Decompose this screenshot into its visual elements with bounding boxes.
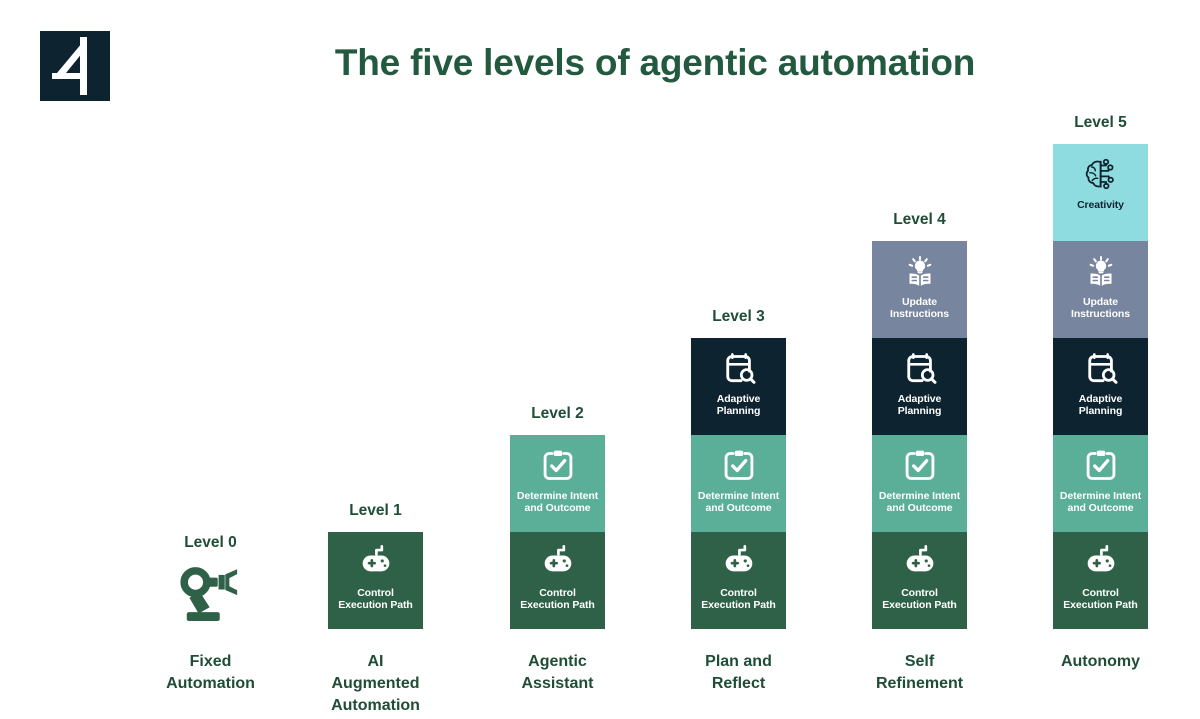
level-caption-1: AI Augmented Automation — [331, 653, 420, 714]
band-adaptive[interactable]: Adaptive Planning — [872, 338, 967, 435]
clipboard-check-icon — [724, 450, 753, 480]
band-label-control: Control Execution Path — [701, 587, 776, 612]
band-label-control: Control Execution Path — [882, 587, 957, 612]
band-label-control: Control Execution Path — [338, 587, 413, 612]
level-column-4[interactable]: Level 4 Update Instructions Adaptive Pla… — [872, 0, 967, 719]
band-label-adaptive: Adaptive Planning — [897, 393, 942, 418]
level-stack-3: Adaptive Planning Determine Intent and O… — [691, 338, 786, 629]
level-column-0[interactable]: Level 0 Fixed Automation — [163, 0, 258, 719]
brain-circuit-icon — [1085, 158, 1114, 190]
level-caption-0: Fixed Automation — [166, 653, 255, 692]
calendar-search-icon — [906, 353, 936, 384]
level-stack-4: Update Instructions Adaptive Planning De… — [872, 241, 967, 629]
robot-arm-icon — [179, 567, 237, 622]
level-label-4: Level 4 — [893, 211, 946, 228]
band-label-update: Update Instructions — [1071, 296, 1130, 321]
band-label-adaptive: Adaptive Planning — [716, 393, 761, 418]
level-caption-4: Self Refinement — [875, 653, 964, 692]
clipboard-check-icon — [1086, 450, 1115, 480]
level-column-1[interactable]: Level 1 Control Execution Path AI Augment… — [328, 0, 423, 719]
band-adaptive[interactable]: Adaptive Planning — [1053, 338, 1148, 435]
page-title: The five levels of agentic automation — [334, 42, 976, 83]
level-stack-5: Creativity Update Instructions Adaptive … — [1053, 144, 1148, 629]
band-creativity[interactable]: Creativity — [1053, 144, 1148, 241]
gamepad-icon — [362, 545, 389, 572]
band-update[interactable]: Update Instructions — [872, 241, 967, 338]
band-determine[interactable]: Determine Intent and Outcome — [1053, 435, 1148, 532]
band-determine[interactable]: Determine Intent and Outcome — [510, 435, 605, 532]
level-caption-2: Agentic Assistant — [521, 653, 594, 692]
logo-four-glyph — [52, 37, 87, 95]
band-label-determine: Determine Intent and Outcome — [697, 490, 780, 515]
calendar-search-icon — [725, 353, 755, 384]
band-label-determine: Determine Intent and Outcome — [1059, 490, 1142, 515]
level-column-5[interactable]: Level 5 Creativity Update Instructions A… — [1053, 0, 1148, 719]
calendar-search-icon — [1087, 353, 1117, 384]
brand-logo — [40, 31, 110, 101]
level-label-0: Level 0 — [184, 534, 237, 551]
level-column-3[interactable]: Level 3 Adaptive Planning Determine Inte… — [691, 0, 786, 719]
level-caption-5: Autonomy — [1060, 653, 1141, 670]
level-column-2[interactable]: Level 2 Determine Intent and Outcome Con… — [510, 0, 605, 719]
level-label-1: Level 1 — [349, 502, 402, 519]
band-label-control: Control Execution Path — [1063, 587, 1138, 612]
clipboard-check-icon — [543, 450, 572, 480]
band-label-update: Update Instructions — [890, 296, 949, 321]
band-control[interactable]: Control Execution Path — [328, 532, 423, 629]
gamepad-icon — [906, 545, 933, 572]
band-update[interactable]: Update Instructions — [1053, 241, 1148, 338]
clipboard-check-icon — [905, 450, 934, 480]
gamepad-icon — [544, 545, 571, 572]
level-label-2: Level 2 — [531, 405, 584, 422]
level-caption-3: Plan and Reflect — [705, 653, 772, 692]
band-label-determine: Determine Intent and Outcome — [516, 490, 599, 515]
band-control[interactable]: Control Execution Path — [691, 532, 786, 629]
level-stack-1: Control Execution Path — [328, 532, 423, 629]
level-label-5: Level 5 — [1074, 114, 1127, 131]
level-stack-2: Determine Intent and Outcome Control Exe… — [510, 435, 605, 629]
band-label-determine: Determine Intent and Outcome — [878, 490, 961, 515]
gamepad-icon — [725, 545, 752, 572]
band-control[interactable]: Control Execution Path — [872, 532, 967, 629]
band-determine[interactable]: Determine Intent and Outcome — [872, 435, 967, 532]
band-label-adaptive: Adaptive Planning — [1078, 393, 1123, 418]
book-lightbulb-icon — [908, 256, 931, 286]
gamepad-icon — [1087, 545, 1114, 572]
band-label-creativity: Creativity — [1077, 199, 1124, 211]
band-determine[interactable]: Determine Intent and Outcome — [691, 435, 786, 532]
band-label-control: Control Execution Path — [520, 587, 595, 612]
band-adaptive[interactable]: Adaptive Planning — [691, 338, 786, 435]
level-label-3: Level 3 — [712, 308, 765, 325]
book-lightbulb-icon — [1089, 256, 1112, 286]
band-control[interactable]: Control Execution Path — [510, 532, 605, 629]
band-control[interactable]: Control Execution Path — [1053, 532, 1148, 629]
